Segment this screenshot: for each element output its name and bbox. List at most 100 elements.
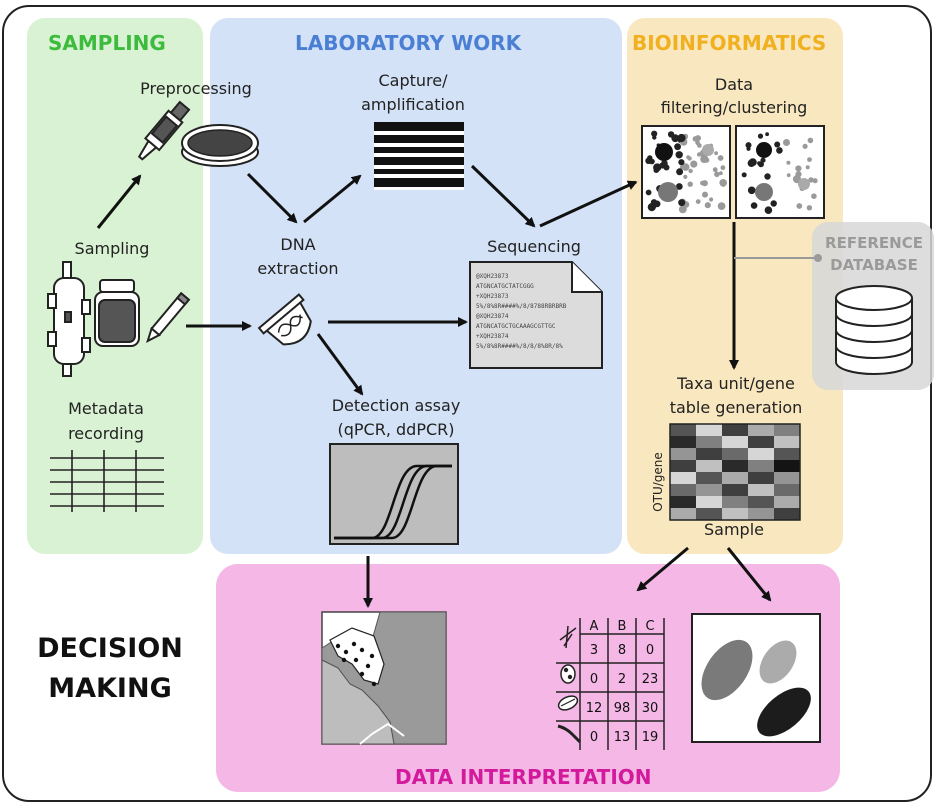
distribution-map-icon [321, 611, 447, 745]
arrow-preprocessing-to-dna [246, 172, 298, 224]
heatmap-cell [774, 448, 800, 460]
cluster-dot [805, 165, 810, 170]
heatmap-cell [722, 496, 748, 508]
cluster-dot [717, 202, 726, 211]
heatmap-cell [670, 436, 696, 448]
occurrence-dot [353, 657, 359, 663]
heatmap-cell [670, 472, 696, 484]
cluster-dot [802, 143, 808, 149]
species-icon-1 [559, 625, 577, 649]
arrow-taxa-to-ordination [726, 547, 772, 602]
heatmap-cell [696, 448, 722, 460]
sequence-line: 5%/8%8R####%/8/8/8%8R/8% [476, 343, 563, 350]
cluster-dot [786, 160, 791, 165]
taxa-label-1: Taxa unit/gene [676, 374, 795, 393]
lab-title: LABORATORY WORK [295, 31, 523, 55]
cluster-dot [741, 172, 747, 178]
cluster-dot [746, 146, 751, 151]
cluster-dot [812, 178, 818, 184]
species-icon-4 [557, 724, 582, 744]
heatmap-cell [774, 424, 800, 436]
arrow-capture-to-sequencing [470, 164, 536, 228]
heatmap-cell [670, 508, 696, 520]
heatmap-cell [722, 424, 748, 436]
decision-label-1: DECISION [37, 633, 183, 664]
cluster-dot [757, 161, 761, 166]
cluster-dot [807, 137, 814, 144]
heatmap-cell [748, 424, 774, 436]
heatmap-cell [748, 448, 774, 460]
filtering-label-2: filtering/clustering [661, 98, 808, 117]
cluster-dot [750, 202, 758, 209]
heatmap-cell [696, 436, 722, 448]
heatmap-cell [748, 436, 774, 448]
sequence-line: 5%/8%8R####%/8/8788RBRBRB [476, 303, 567, 310]
table-cell: 0 [646, 643, 654, 658]
metadata-grid-icon [50, 450, 164, 512]
interpretation-title: DATA INTERPRETATION [395, 765, 652, 789]
pencil-icon [146, 291, 191, 343]
cluster-dot [747, 186, 756, 195]
cluster-dot [653, 200, 661, 208]
arrow-dna-to-capture [303, 174, 362, 224]
cluster-dot [653, 167, 660, 173]
heatmap-cell [670, 448, 696, 460]
refdb-title-1: REFERENCE [825, 234, 923, 252]
cluster-dot [675, 151, 683, 159]
occurrence-dot [341, 657, 347, 663]
table-cell: 98 [614, 701, 631, 716]
occurrence-dot [343, 649, 349, 655]
sequence-line: @XQH23874 [476, 313, 509, 320]
cluster-dot [745, 142, 752, 149]
dna-label-2: extraction [257, 259, 338, 278]
sample-jar-icon [94, 279, 140, 347]
table-column-header: A [590, 619, 599, 634]
table-cell: 19 [642, 730, 659, 745]
cluster-dot [721, 182, 726, 187]
cluster-dot [702, 191, 708, 198]
arrow-sampling-to-preprocessing [96, 174, 142, 229]
heatmap-cell [722, 448, 748, 460]
cluster-dot [679, 164, 685, 170]
table-cell: 23 [642, 672, 659, 687]
decision-label-2: MAKING [48, 673, 172, 704]
cluster-dot [764, 206, 773, 214]
occurrence-dot [371, 681, 377, 687]
cluster-dot [686, 155, 690, 160]
species-icon-3 [557, 695, 579, 711]
heatmap-cell [748, 496, 774, 508]
cluster-dot [719, 171, 723, 176]
heatmap-cell [722, 508, 748, 520]
refdb-title-2: DATABASE [830, 256, 918, 274]
cluster-dot [774, 141, 781, 148]
detection-label-1: Detection assay [332, 396, 461, 415]
sequence-line: @XQH23873 [476, 273, 509, 280]
occurrence-dot [335, 643, 341, 649]
water-sampler-icon [47, 261, 91, 377]
cluster-dot [760, 157, 766, 163]
heatmap-cell [696, 460, 722, 472]
database-connector [734, 254, 822, 262]
cluster-centroid [798, 178, 810, 190]
cluster-dot [796, 203, 803, 209]
table-column-header: B [618, 619, 627, 634]
cluster-dot [674, 143, 681, 151]
cluster-dot [651, 130, 658, 137]
heatmap-cell [748, 508, 774, 520]
cluster-dot [675, 183, 683, 190]
heatmap-cell [774, 472, 800, 484]
cluster-dot [806, 205, 813, 211]
heatmap-cell [696, 496, 722, 508]
filtering-label-1: Data [715, 75, 753, 94]
species-icon-2 [560, 664, 576, 684]
occurrence-dot [365, 663, 371, 669]
dna-tube-icon [257, 293, 312, 346]
cluster-dot [704, 202, 711, 209]
heatmap-cell [748, 472, 774, 484]
cluster-dot [688, 168, 693, 174]
table-column-header: C [645, 619, 654, 634]
heatmap-cell [722, 460, 748, 472]
heatmap-cell [774, 496, 800, 508]
